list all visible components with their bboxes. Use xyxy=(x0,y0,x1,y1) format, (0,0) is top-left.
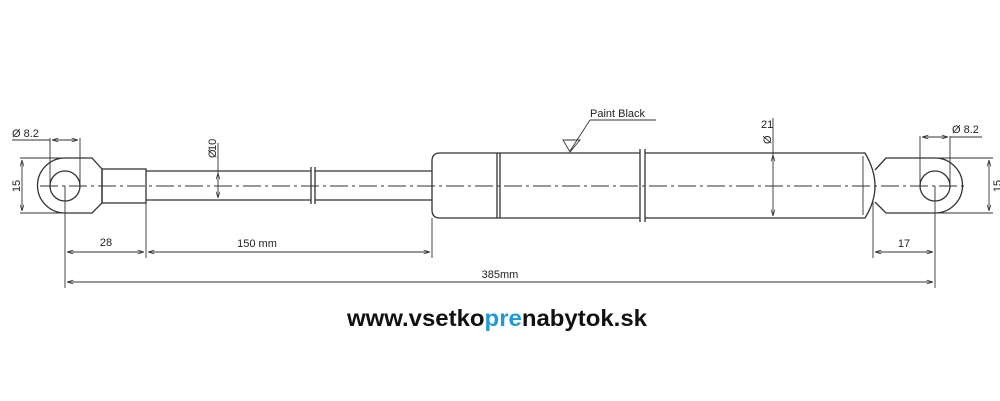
total-length-label: 385mm xyxy=(482,269,519,281)
dimension-lines xyxy=(12,118,989,282)
rod-diameter-symbol: Ø xyxy=(207,149,219,158)
paint-label: Paint Black xyxy=(590,108,646,120)
piston-rod xyxy=(146,167,432,204)
left-eye-height-label: 15 xyxy=(11,180,23,192)
cylinder-diameter-label: 21 xyxy=(761,119,773,131)
website-accent: pre xyxy=(485,305,522,331)
website-part1: www.vsetko xyxy=(346,305,485,331)
paint-annotation: Paint Black xyxy=(562,108,656,153)
extension-lines xyxy=(20,136,993,288)
left-end-length-label: 28 xyxy=(100,237,112,249)
right-end-length-label: 17 xyxy=(898,238,910,250)
website-part3: nabytok.sk xyxy=(522,305,647,331)
rod-diameter-label: 10 xyxy=(207,139,219,151)
cylinder-body xyxy=(431,149,876,222)
left-eye-diameter-label: Ø 8.2 xyxy=(12,128,39,140)
right-eye-diameter-label: Ø 8.2 xyxy=(952,124,979,136)
stroke-length-label: 150 mm xyxy=(237,238,277,250)
right-eye-height-label: 15 xyxy=(992,180,1000,192)
cylinder-diameter-symbol: Ø xyxy=(762,135,774,144)
